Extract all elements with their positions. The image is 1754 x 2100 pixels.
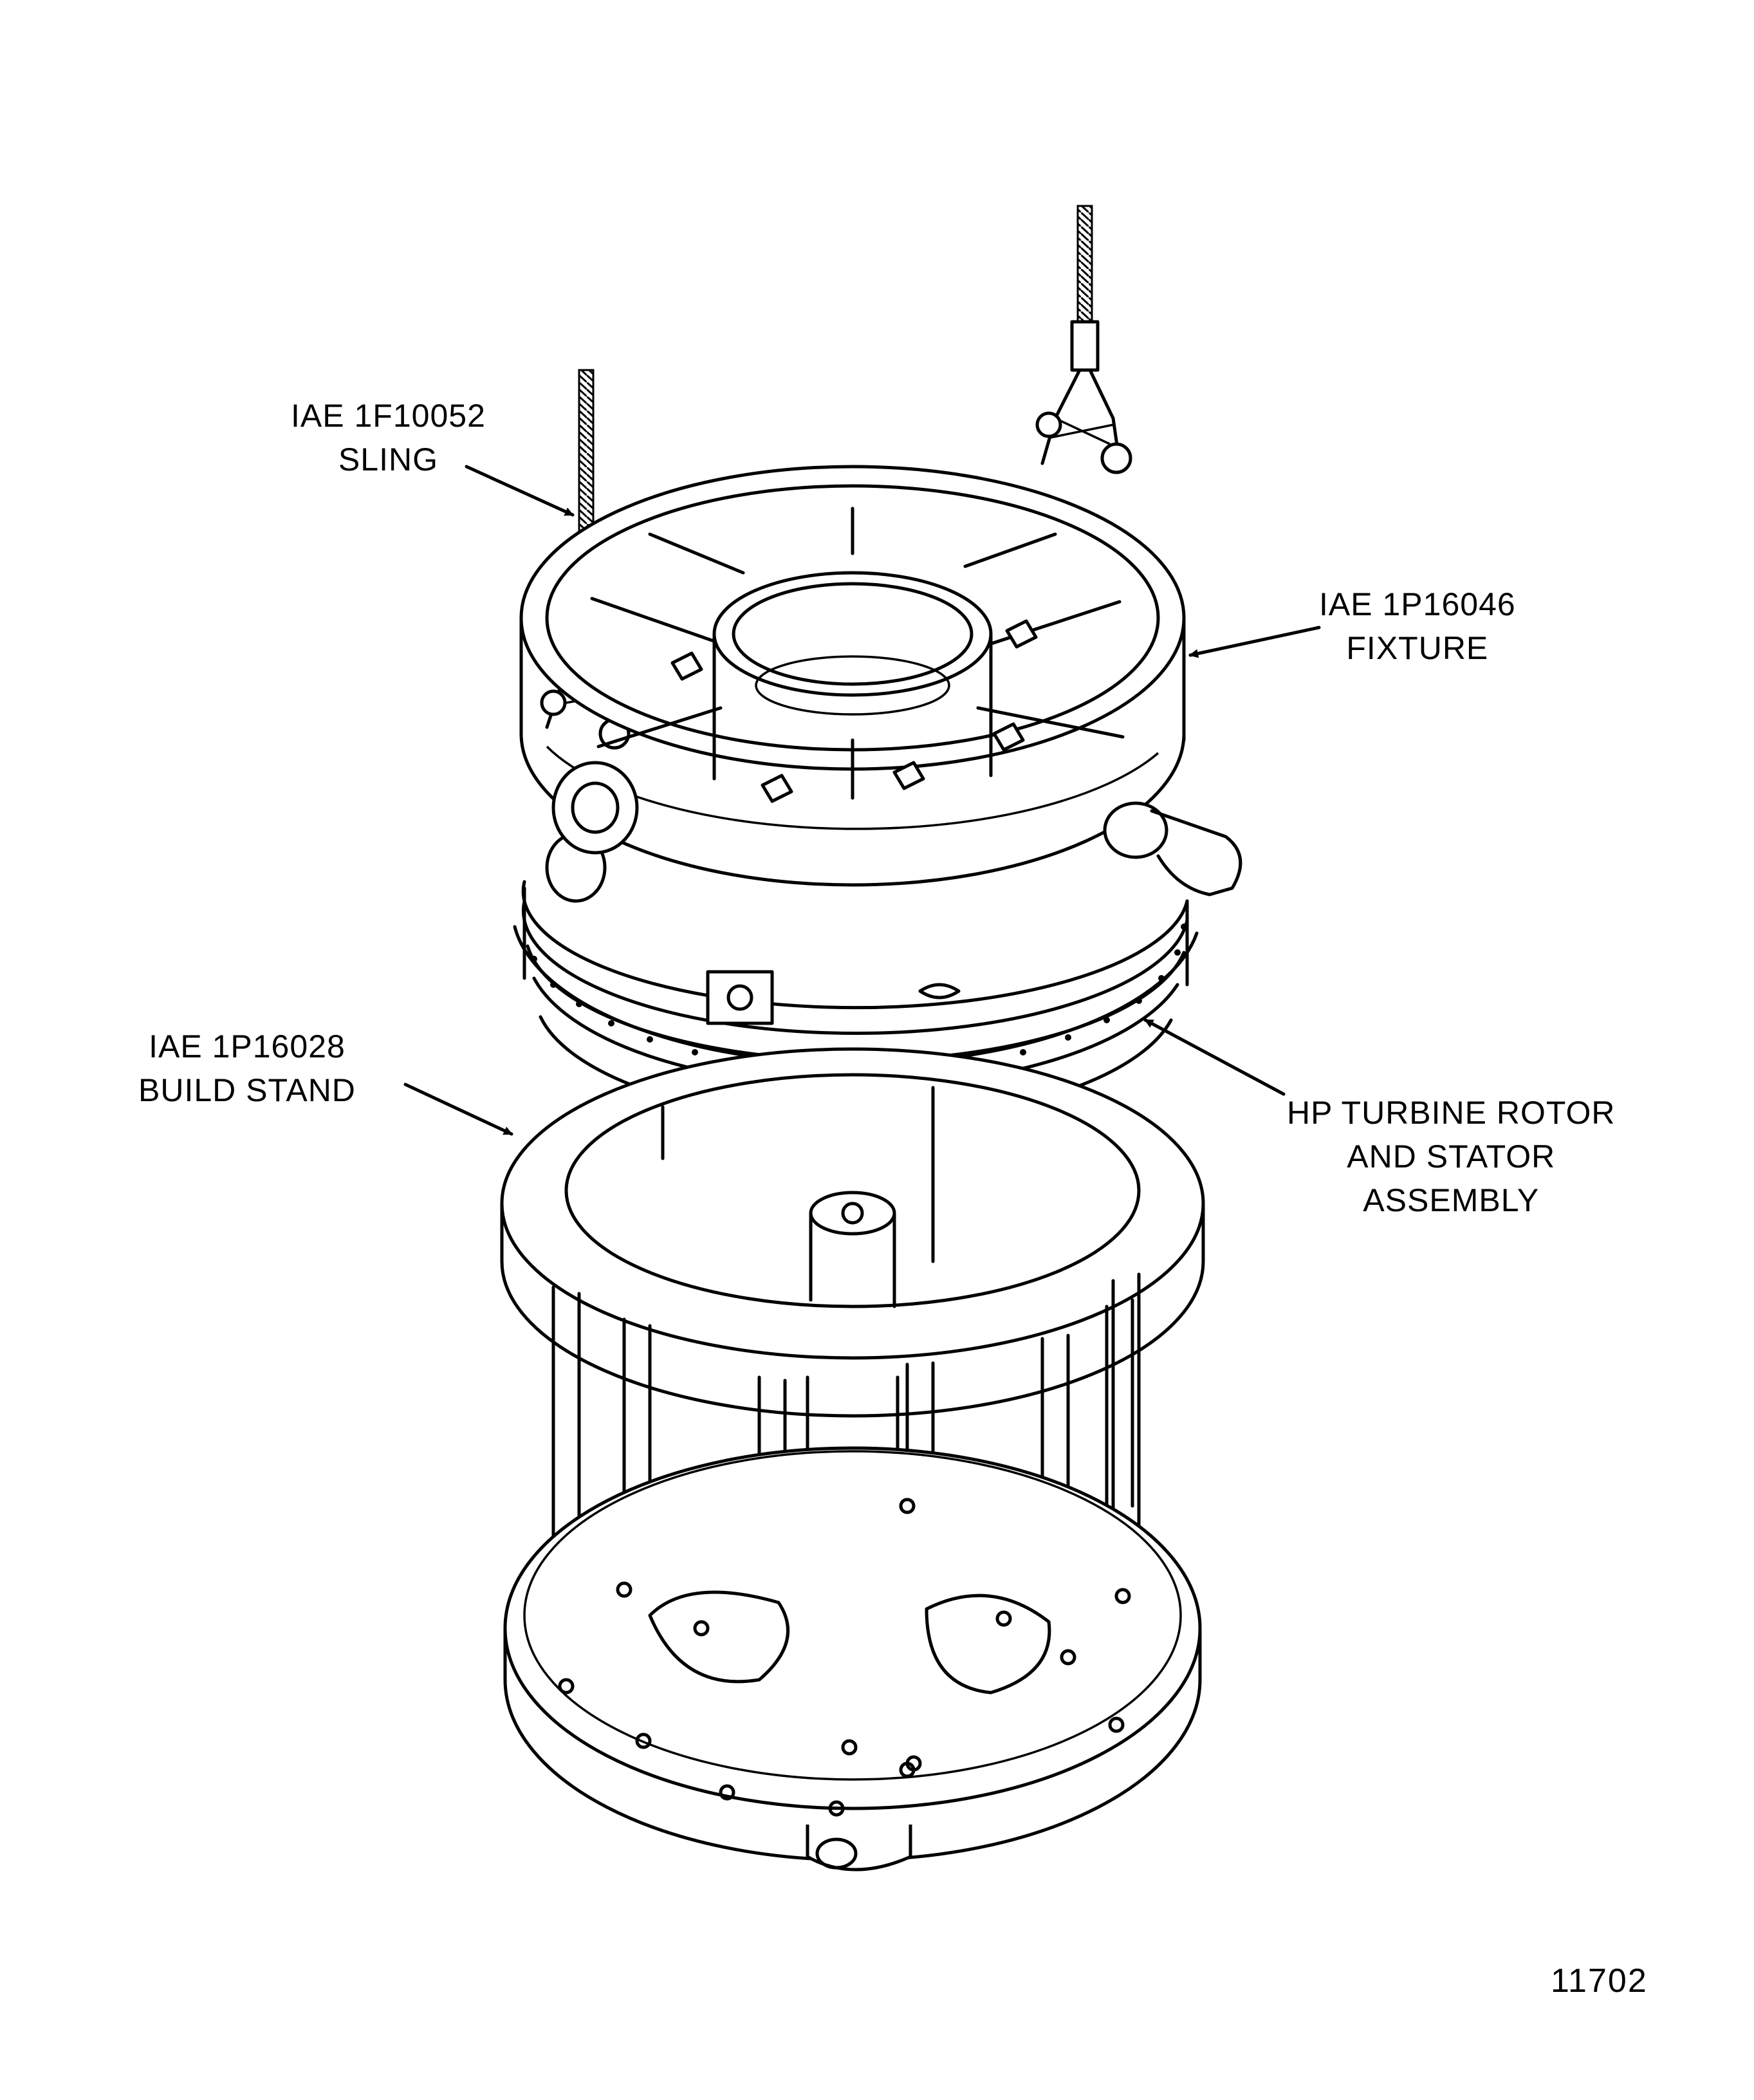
- sling-part-number: IAE 1F10052: [291, 398, 486, 434]
- figure-number: 11702: [1551, 1962, 1648, 2000]
- build-stand-part-name: BUILD STAND: [138, 1072, 356, 1108]
- build-stand-part-number: IAE 1P16028: [149, 1028, 346, 1064]
- sling-cable-right: [1035, 205, 1132, 474]
- lift-fixture: [519, 465, 1242, 903]
- hp-turbine-line-1: HP TURBINE ROTOR: [1287, 1095, 1616, 1131]
- fixture-part-number: IAE 1P16046: [1319, 586, 1516, 622]
- build-stand: [500, 1047, 1205, 1872]
- fixture-label: IAE 1P16046 FIXTURE: [1319, 582, 1516, 670]
- sling-leader-arrow: [465, 465, 575, 517]
- hp-turbine-line-3: ASSEMBLY: [1363, 1182, 1540, 1218]
- build-stand-label: IAE 1P16028 BUILD STAND: [138, 1025, 356, 1112]
- fixture-part-name: FIXTURE: [1346, 630, 1489, 666]
- hp-turbine-line-2: AND STATOR: [1347, 1138, 1556, 1175]
- sling-label: IAE 1F10052 SLING: [291, 394, 486, 481]
- base-bolts: [558, 1498, 1131, 1817]
- hp-turbine-leader-arrow: [1143, 1018, 1286, 1096]
- sling-part-name: SLING: [338, 441, 438, 478]
- hp-turbine-label: HP TURBINE ROTOR AND STATOR ASSEMBLY: [1287, 1091, 1616, 1222]
- fixture-leader-arrow: [1188, 626, 1321, 658]
- build-stand-leader-arrow: [403, 1083, 513, 1136]
